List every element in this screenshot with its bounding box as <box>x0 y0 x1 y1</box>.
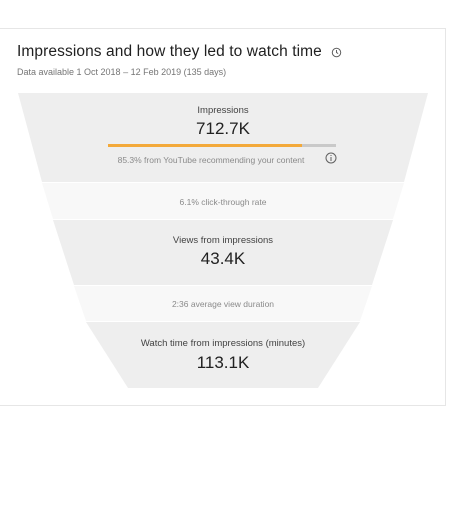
funnel-band-impressions <box>18 93 428 182</box>
impressions-value: 712.7K <box>196 119 250 138</box>
watch-time-label: Watch time from impressions (minutes) <box>140 338 306 349</box>
funnel-band-ctr <box>42 183 404 219</box>
watch-time-value: 113.1K <box>196 353 250 372</box>
clock-icon[interactable] <box>331 47 342 58</box>
views-label: Views from impressions <box>172 235 274 246</box>
impressions-funnel-card: Impressions and how they led to watch ti… <box>0 28 446 406</box>
funnel-band-views <box>53 220 393 285</box>
recommended-share-text: 85.3% from YouTube recommending your con… <box>117 155 305 165</box>
funnel-chart <box>18 93 428 388</box>
impressions-label: Impressions <box>197 105 249 116</box>
other-share-bar <box>302 144 336 147</box>
funnel-band-watch-time <box>86 322 360 388</box>
funnel-band-duration <box>74 286 372 321</box>
card-header: Impressions and how they led to watch ti… <box>17 43 342 61</box>
ctr-text: 6.1% click-through rate <box>179 197 267 207</box>
recommended-share-bar <box>108 144 302 147</box>
card-title: Impressions and how they led to watch ti… <box>17 43 322 60</box>
avg-duration-text: 2:36 average view duration <box>171 299 275 309</box>
info-icon[interactable] <box>325 152 337 164</box>
views-value: 43.4K <box>200 249 246 268</box>
card-subtitle: Data available 1 Oct 2018 – 12 Feb 2019 … <box>17 67 227 77</box>
